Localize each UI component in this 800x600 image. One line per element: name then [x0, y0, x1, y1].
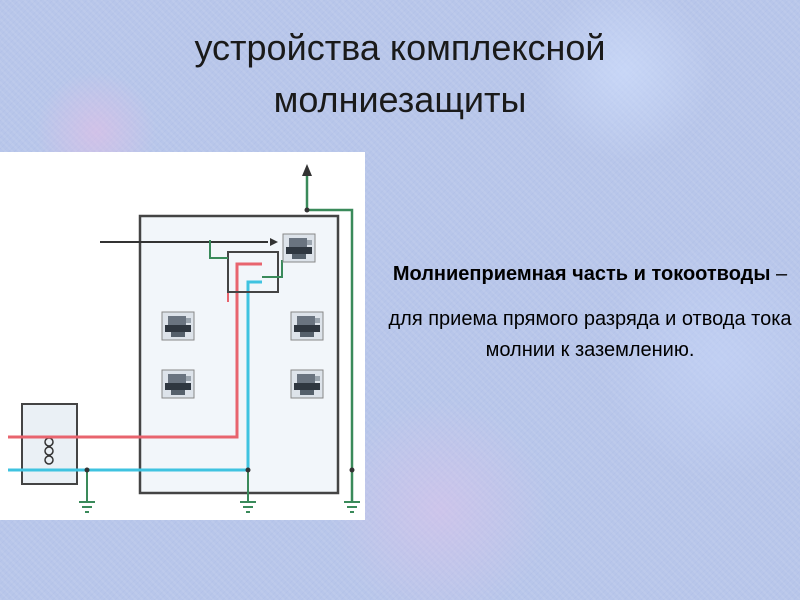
transformer-box — [21, 403, 78, 485]
section-description: для приема прямого разряда и отвода тока… — [388, 308, 792, 361]
control-link — [209, 240, 228, 259]
section-heading-bold: Молниеприемная часть и токоотводы — [392, 263, 771, 285]
slide-title-line-1: устройства комплексной — [194, 27, 606, 68]
equipment-icon — [161, 369, 195, 399]
down-conductor — [86, 172, 354, 502]
section-heading: Молниеприемная часть и токоотводы – — [388, 258, 792, 290]
control-box — [227, 251, 279, 293]
section-heading-dash: – — [770, 263, 788, 285]
equipment-icon — [161, 311, 195, 341]
lightning-rod-icon — [302, 164, 312, 176]
slide-title: устройства комплексной молниезащиты — [0, 22, 800, 126]
description-block: Молниеприемная часть и токоотводы – для … — [388, 258, 792, 366]
lightning-protection-diagram — [0, 152, 365, 520]
equipment-icon — [290, 369, 324, 399]
ground-icon — [240, 501, 256, 513]
incoming-signal-line — [100, 238, 278, 246]
equipment-icon — [290, 311, 324, 341]
slide-title-line-2: молниезащиты — [273, 79, 527, 120]
transformer-icon — [44, 437, 54, 465]
ground-icon — [79, 501, 95, 513]
neutral-line — [8, 280, 262, 472]
ground-icon — [344, 501, 360, 513]
surge-protector-icon — [282, 233, 316, 263]
